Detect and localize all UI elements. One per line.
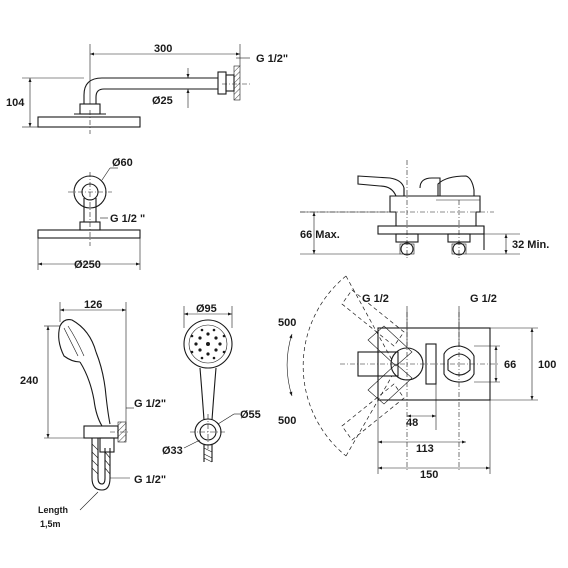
hand-thread-top-label: G 1/2" bbox=[134, 398, 166, 410]
mixer-max-label: 66 Max. bbox=[300, 229, 340, 241]
plate-outer-height-label: 100 bbox=[538, 359, 556, 371]
hose-length-label-1: Length bbox=[38, 505, 68, 515]
shower-head-front-view: Ø60 G 1/2 " Ø250 bbox=[37, 157, 145, 271]
swing-bottom-label: 500 bbox=[278, 415, 296, 427]
mixer-top-view: 500 500 G 1/2 G 1/2 66 100 bbox=[278, 275, 556, 481]
hand-height-label: 240 bbox=[20, 375, 38, 387]
arm-thread-label: G 1/2" bbox=[256, 53, 288, 65]
mixer-min-label: 32 Min. bbox=[512, 239, 549, 251]
arm-length-label: 300 bbox=[154, 43, 172, 55]
head-thread-label: G 1/2 " bbox=[110, 213, 145, 225]
swing-top-label: 500 bbox=[278, 317, 296, 329]
mixer-thread-left-label: G 1/2 bbox=[362, 293, 389, 305]
mixer-side-view: 66 Max. 32 Min. bbox=[300, 160, 549, 260]
plate-height-label: 66 bbox=[504, 359, 516, 371]
spray-nozzles bbox=[190, 328, 226, 360]
flange-dia-label: Ø60 bbox=[112, 157, 133, 169]
hand-width-label: 126 bbox=[84, 299, 102, 311]
inlet-spacing-label: 113 bbox=[416, 443, 434, 455]
plate-width-label: 150 bbox=[420, 469, 438, 481]
mixer-thread-right-label: G 1/2 bbox=[470, 293, 497, 305]
holder-dia-label: Ø55 bbox=[240, 409, 261, 421]
shower-arm-side-view: 300 104 Ø25 G 1/2" bbox=[6, 43, 288, 134]
inlet-offset-label: 48 bbox=[406, 417, 418, 429]
hand-thread-bottom-label: G 1/2" bbox=[134, 474, 166, 486]
hand-shower-front-view: Ø95 Ø55 Ø33 bbox=[162, 303, 261, 463]
hand-shower-side-view: 126 240 G 1/2" G 1/2" Length 1,5m bbox=[20, 299, 166, 529]
head-dia-label: Ø250 bbox=[74, 259, 101, 271]
holder-inner-dia-label: Ø33 bbox=[162, 445, 183, 457]
hose-length-label-2: 1,5m bbox=[40, 519, 61, 529]
hand-face-dia-label: Ø95 bbox=[196, 303, 217, 315]
arm-height-label: 104 bbox=[6, 97, 25, 109]
arm-pipe-dia-label: Ø25 bbox=[152, 95, 173, 107]
